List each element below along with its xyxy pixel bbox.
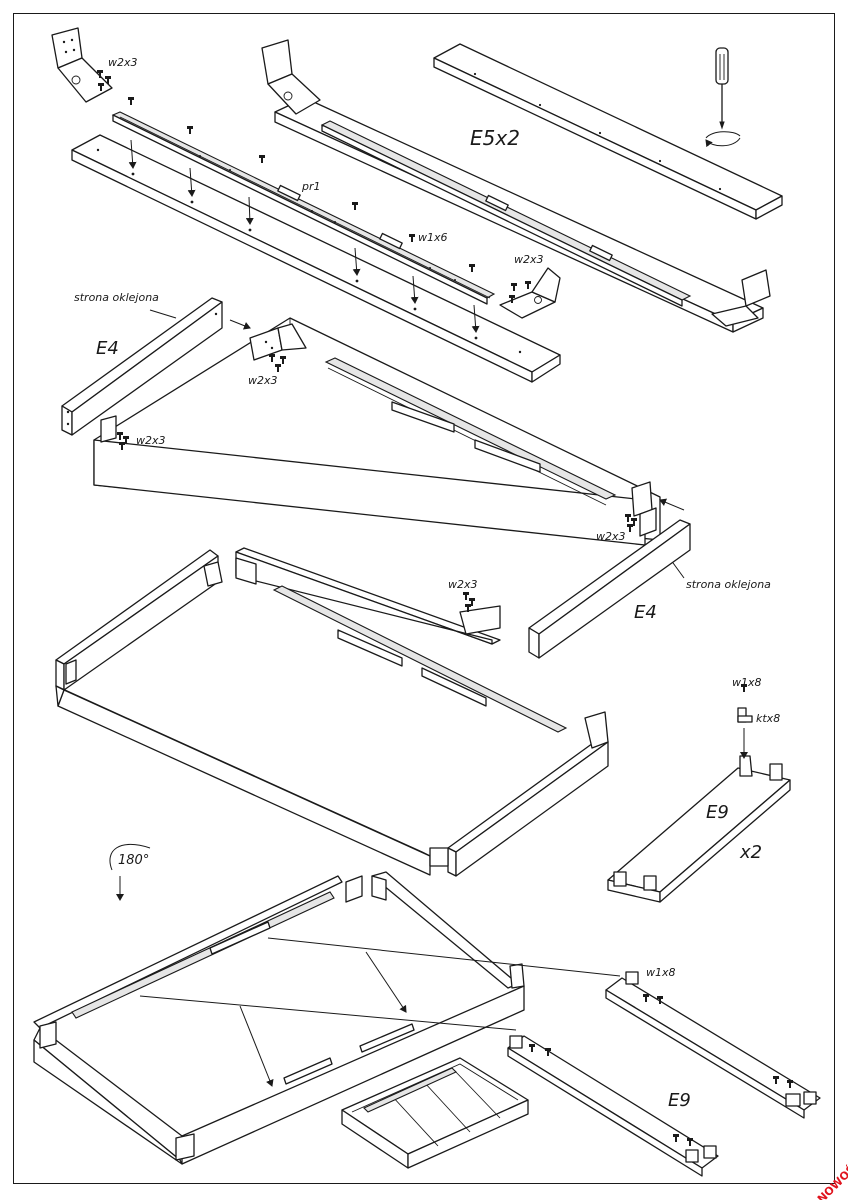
bracket-top-right-a [261,39,321,115]
label-ktx8: ktx8 [756,712,780,725]
ktx8-bracket-icon [737,684,753,759]
label-e4-a: E4 [96,338,119,359]
label-e4-b: E4 [634,602,657,623]
rail-step3 [272,585,568,733]
label-w2x3-e: w2x3 [596,530,626,543]
label-w2x3-c: w2x3 [248,374,278,387]
label-e5x2: E5x2 [470,126,520,150]
label-w2x3-b: w2x3 [514,253,544,266]
labels: w2x3 E5x2 pr1 w1x6 w2x3 strona oklejona … [74,56,780,1111]
bracket-step2-a [249,323,307,372]
rail-step2 [324,357,617,506]
bracket-top-left [51,27,113,103]
e9-top [607,755,791,903]
panel-e4-right [528,519,691,659]
drawer-box [341,1057,529,1169]
label-e9-a: E9 [706,802,729,823]
label-strona-oklejona-a: strona oklejona [74,291,159,304]
screwdriver-icon [715,47,729,130]
e9-right-lower [507,1035,719,1177]
brackets-step3 [65,557,501,867]
label-rotate: 180° [118,853,149,868]
label-w1x8-a: w1x8 [732,676,762,689]
label-w1x8-b: w1x8 [646,966,676,979]
panel-e4-left [61,297,223,436]
frame-step4 [33,871,525,1165]
label-pr1: pr1 [301,180,321,193]
label-w2x3-d: w2x3 [136,434,166,447]
bracket-step2-b [100,415,129,450]
rail-top-right [320,120,692,307]
label-w2x3-a: w2x3 [108,56,138,69]
new-stamp: NOWOŚĆ [815,1157,848,1200]
label-e9-b: E9 [668,1090,691,1111]
e9-right-upper [605,971,821,1119]
frame-step3 [55,547,609,877]
bracket-top-right-b [711,269,771,327]
rail-top-left [111,111,496,305]
page-border [13,13,835,1184]
label-x2: x2 [739,842,762,863]
label-w1x6: w1x6 [418,231,448,244]
bracket-step2-c [625,481,657,537]
arrows-step4 [139,937,621,1087]
label-strona-oklejona-b: strona oklejona [686,578,771,591]
arrows-step1 [128,139,480,333]
label-w2x3-f: w2x3 [448,578,478,591]
board-e5 [433,43,783,220]
brackets-step4 [175,875,387,1161]
bracket-mid [499,267,561,319]
rail-step4 [71,891,415,1085]
rotate-180-icon [109,843,151,901]
rotate-arrow-icon [705,131,741,148]
